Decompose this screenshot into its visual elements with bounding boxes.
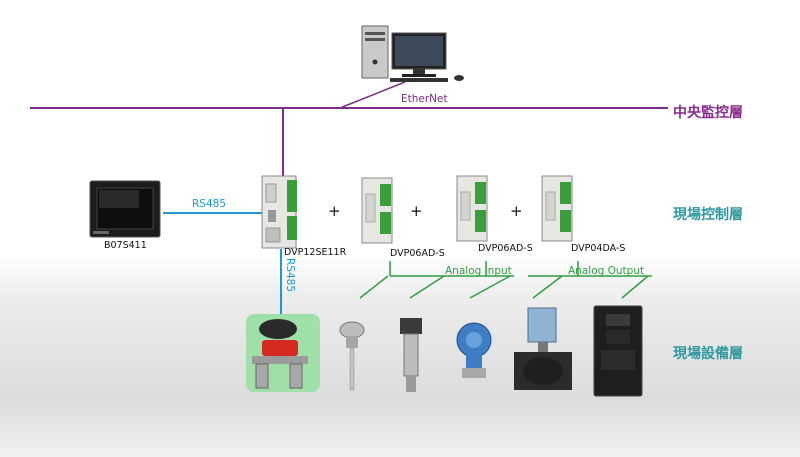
ad-module-2-label: DVP06AD-S bbox=[478, 243, 533, 254]
layer-central-monitoring: 中央監控層 bbox=[673, 105, 743, 121]
ad-module-1-icon bbox=[361, 177, 393, 244]
ethernet-label: EtherNet bbox=[401, 93, 448, 105]
plus-sign-1: + bbox=[328, 202, 341, 220]
hmi-label: B07S411 bbox=[104, 240, 147, 251]
desktop-pc-icon bbox=[361, 25, 464, 82]
inverter-drive-icon bbox=[593, 305, 643, 397]
pressure-transmitter-icon bbox=[400, 318, 422, 392]
rs485-vertical-label: RS485 bbox=[284, 258, 296, 293]
analog-output-drop-2 bbox=[621, 275, 649, 299]
blue-transmitter-icon bbox=[456, 322, 492, 378]
plc-module-icon bbox=[261, 175, 297, 249]
ethernet-drop-to-pc bbox=[339, 81, 406, 109]
da-module-icon bbox=[541, 175, 573, 242]
plus-sign-2: + bbox=[410, 202, 423, 220]
layer-field-device: 現場設備層 bbox=[673, 346, 743, 362]
layer-field-control: 現場控制層 bbox=[673, 207, 743, 223]
rs485-horizontal-label: RS485 bbox=[192, 198, 227, 210]
ad-module-1-label: DVP06AD-S bbox=[390, 248, 445, 259]
hmi-panel-icon bbox=[89, 180, 161, 238]
da-module-label: DVP04DA-S bbox=[571, 243, 626, 254]
analog-output-label: Analog Output bbox=[568, 265, 645, 277]
flow-meter-icon bbox=[246, 314, 320, 392]
analog-input-drop-3 bbox=[469, 275, 511, 299]
plc-label: DVP12SE11R bbox=[284, 247, 347, 258]
analog-input-label: Analog Input bbox=[445, 265, 512, 277]
analog-input-drop-2 bbox=[409, 275, 445, 299]
plus-sign-3: + bbox=[510, 202, 523, 220]
analog-output-drop-1 bbox=[532, 275, 563, 299]
control-valve-icon bbox=[514, 307, 572, 390]
ad-module-2-icon bbox=[456, 175, 488, 242]
analog-input-drop-1 bbox=[359, 275, 389, 299]
temperature-sensor-icon bbox=[339, 321, 365, 391]
